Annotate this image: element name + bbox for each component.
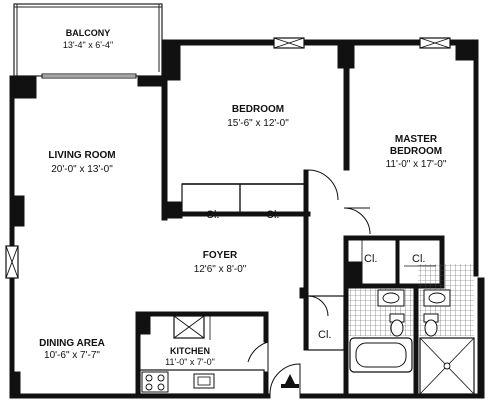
wall-bottom-right: [299, 393, 485, 399]
wall-kitchen-left: [135, 311, 141, 395]
dining-area-dims: 10'-6" x 7'-7": [44, 350, 100, 361]
wall-kitchen-right-upper: [263, 311, 269, 343]
closet-label-master-2: Cl.: [412, 253, 425, 265]
master-bedroom-name-2: BEDROOM: [390, 146, 442, 157]
door-entry: [269, 363, 301, 395]
dining-area-name: DINING AREA: [39, 338, 105, 349]
wall-bedroom-top-b: [303, 39, 421, 46]
kitchen-counter: [139, 369, 265, 395]
wall-kitchen-right-lower: [263, 371, 269, 399]
room-labels: BALCONY 13'-4" x 6'-4" LIVING ROOM 20'-0…: [39, 28, 447, 367]
wall-pier-left-top: [9, 75, 37, 99]
closet-foyer: [307, 295, 345, 351]
kitchen-dims: 11'-0" x 7'-0": [165, 357, 215, 367]
wall-master-closets-top: [343, 235, 445, 241]
living-room-name: LIVING ROOM: [48, 150, 115, 161]
door-kitchen: [247, 341, 269, 372]
wall-foyer-closet-left: [303, 295, 309, 351]
windows: [5, 37, 451, 394]
wall-pier-left-bottom: [9, 371, 21, 397]
wall-bath-left: [343, 287, 349, 399]
closet-label-bedroom-1: Cl.: [206, 209, 219, 221]
closet-label-master-1: Cl.: [364, 253, 377, 265]
master-bedroom-name: MASTER: [395, 134, 438, 145]
foyer-name: FOYER: [203, 250, 238, 261]
doors: [247, 169, 371, 395]
bathtub-icon: [349, 337, 413, 373]
wall-pier-left-mid: [9, 195, 25, 227]
wall-pier-bedroom-bottom-left: [163, 201, 183, 219]
bathrooms: [348, 264, 475, 395]
stove-icon: [141, 371, 169, 393]
closet-label-foyer: Cl.: [318, 329, 331, 341]
kitchen-name: KITCHEN: [170, 346, 210, 356]
kitchen-fixtures: [139, 315, 265, 395]
balcony-dims: 13'-4" x 6'-4": [63, 40, 113, 50]
wall-right-upper: [473, 39, 479, 277]
wall-right-lower: [477, 277, 485, 397]
bedroom-dims: 15'-6" x 12'-0": [227, 118, 289, 129]
kitchen-sink-icon: [193, 373, 215, 389]
wall-bath-divider: [413, 287, 419, 399]
bedroom-name: BEDROOM: [232, 104, 284, 115]
wall-master-closets-left: [343, 235, 349, 287]
wall-pier-living-top: [137, 75, 165, 87]
wall-pier-bedroom-master-top: [337, 39, 355, 69]
door-foyer-closet: [307, 295, 329, 317]
wall-master-closets-divider: [395, 239, 400, 287]
balcony-name: BALCONY: [66, 28, 111, 38]
master-bedroom-dims: 11'-0" x 17'-0": [386, 159, 447, 170]
foyer-dims: 12'6" x 8'-0": [194, 264, 247, 275]
wall-bedroom-top-a: [161, 39, 275, 46]
closet-label-bedroom-2: Cl.: [266, 209, 279, 221]
living-room-dims: 20'-0" x 13'-0": [51, 164, 113, 175]
door-bedroom: [307, 169, 339, 201]
wall-kitchen-top: [135, 311, 269, 317]
walls: [9, 39, 485, 399]
wall-pier-closet-lower-left: [347, 261, 363, 285]
door-master: [343, 207, 371, 235]
wall-pier-bedroom-top-left: [161, 39, 181, 81]
closets: Cl. Cl. Cl. Cl. Cl.: [181, 183, 436, 351]
entry-arrow-icon: [285, 374, 295, 384]
wall-bottom-left: [9, 393, 271, 399]
